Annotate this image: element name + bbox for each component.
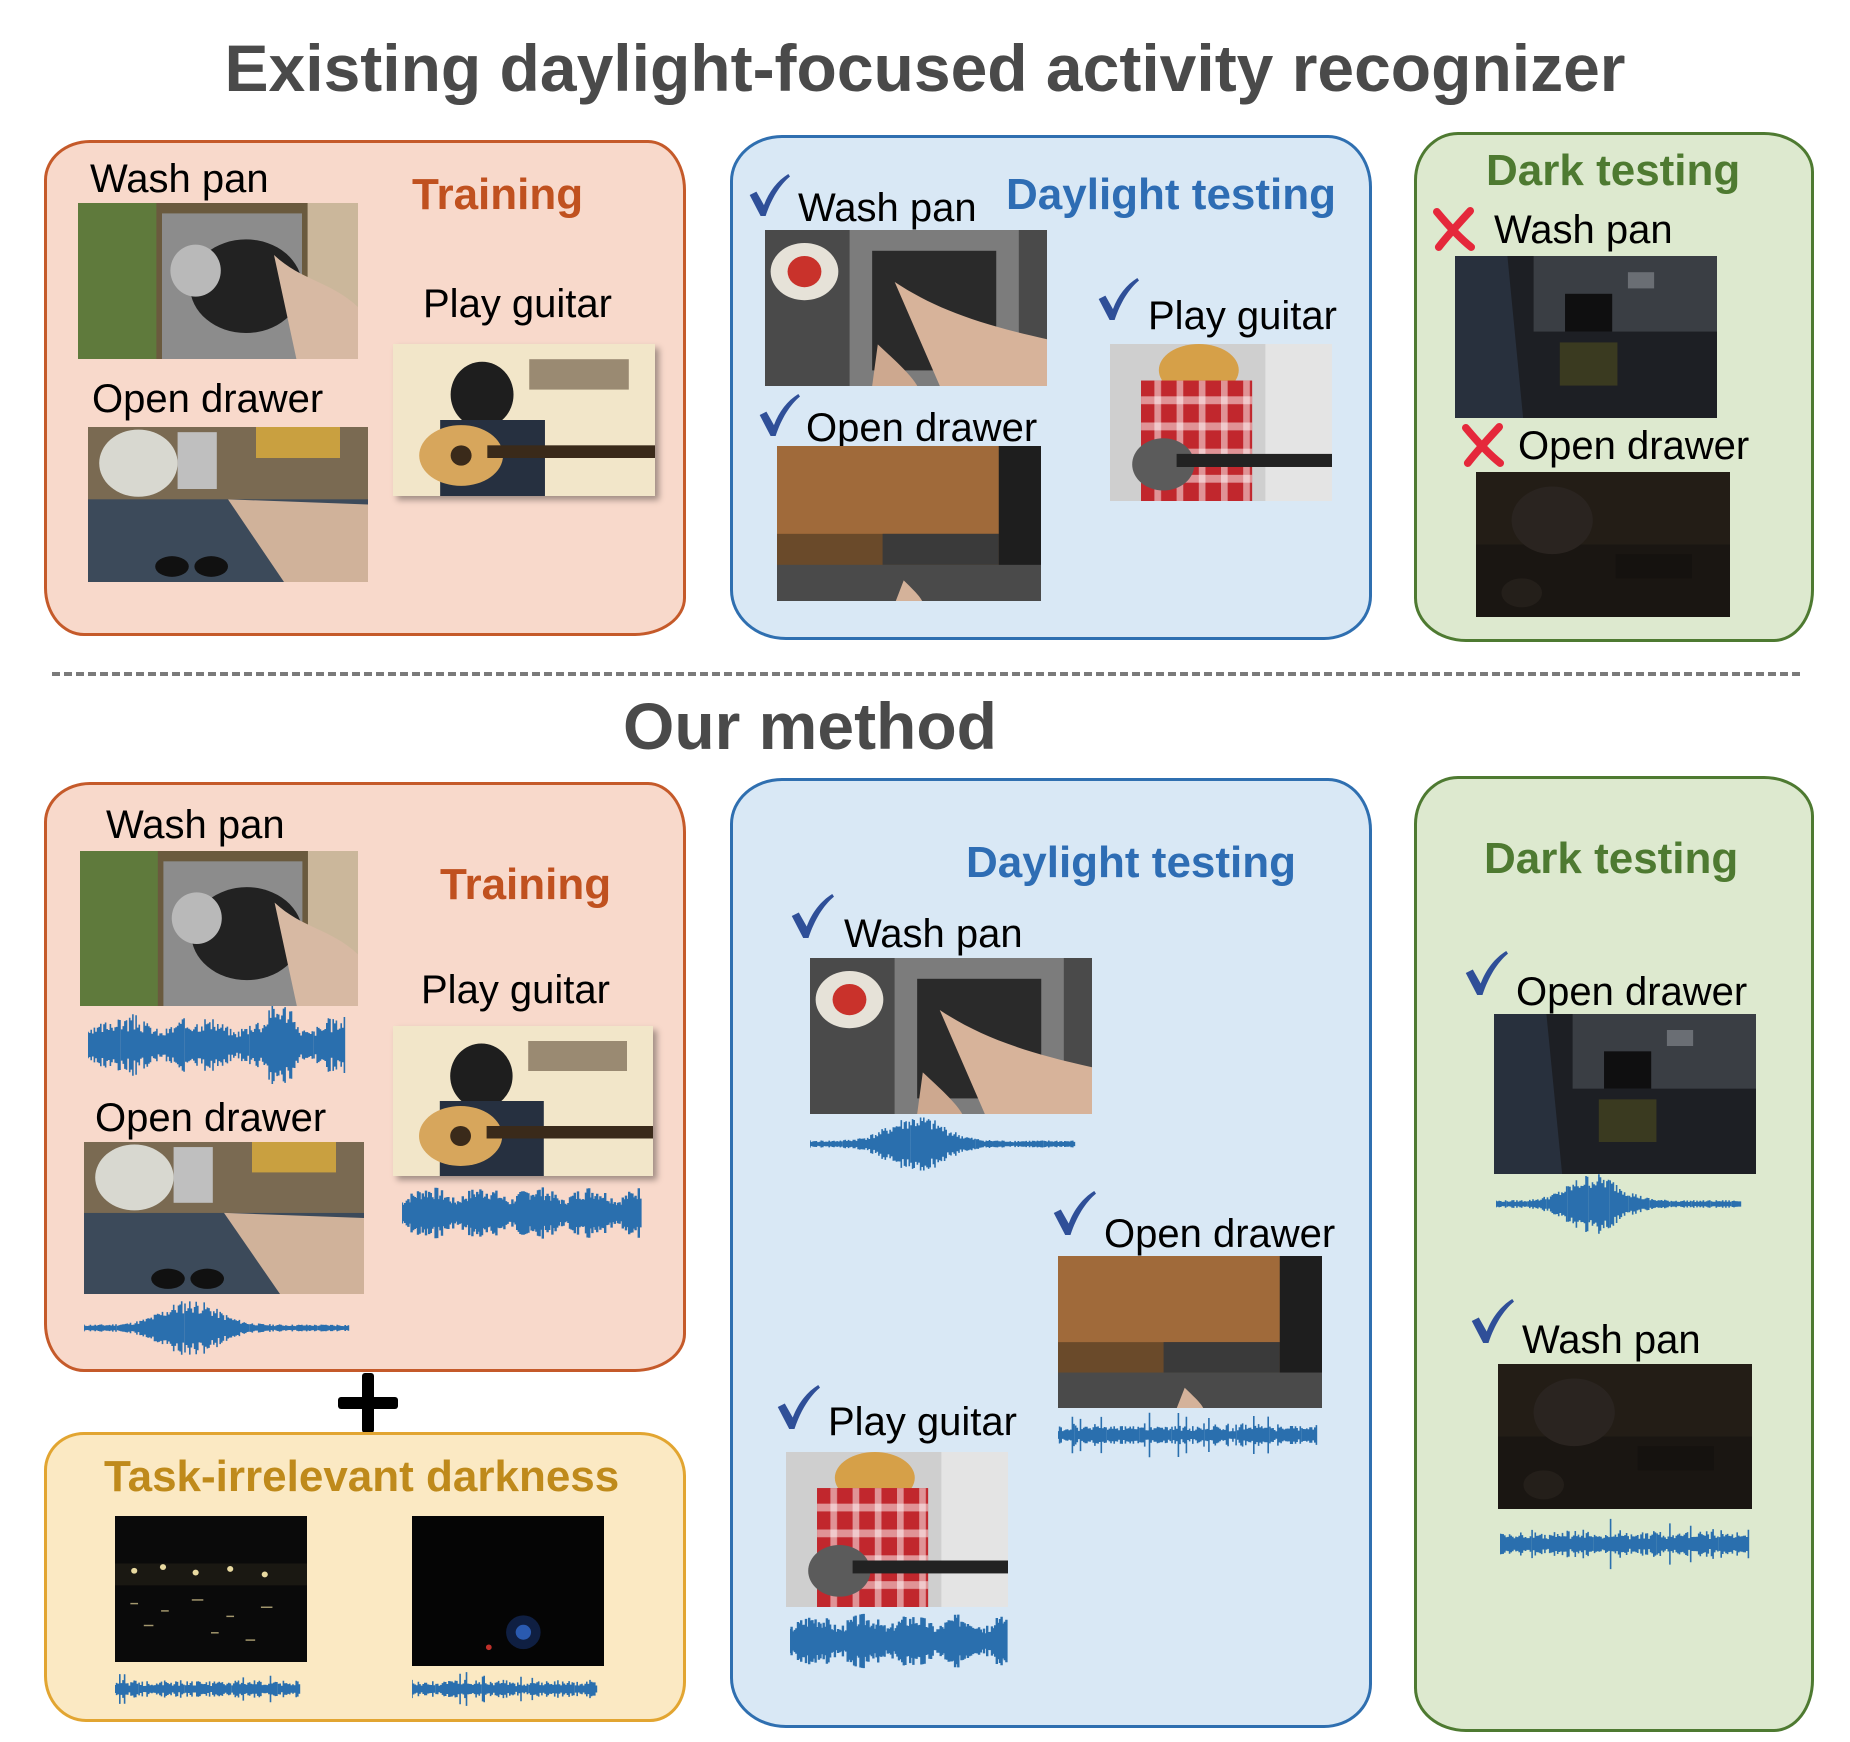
bottom-training-title: Training: [440, 860, 612, 909]
bottom-dark-title: Dark testing: [1484, 834, 1739, 883]
bottom-daylight-drawer-label: Open drawer: [1104, 1212, 1336, 1256]
top-daylight-guitar-label: Play guitar: [1148, 294, 1337, 338]
bottom-daylight-title: Daylight testing: [966, 838, 1297, 887]
check-icon: [1470, 1298, 1514, 1344]
top-dark-drawer-label: Open drawer: [1518, 424, 1750, 468]
top-dark-wash-frame: [1455, 256, 1717, 418]
top-training-guitar-label: Play guitar: [423, 282, 612, 326]
bottom-daylight-wash-frame: [810, 958, 1092, 1114]
bottom-dark-wash-label: Wash pan: [1522, 1318, 1701, 1362]
darkness-title: Task-irrelevant darkness: [104, 1452, 620, 1501]
waveform-icon: [412, 1668, 598, 1710]
top-training-drawer-label: Open drawer: [92, 377, 324, 421]
waveform-icon: [810, 1114, 1076, 1174]
bottom-dark-drawer-label: Open drawer: [1516, 970, 1748, 1014]
check-icon: [758, 393, 800, 437]
top-daylight-guitar-frame: [1110, 344, 1332, 501]
top-training-wash-frame: [78, 203, 358, 359]
top-dark-drawer-frame: [1476, 472, 1730, 617]
check-icon: [776, 1384, 820, 1430]
waveform-icon: [1496, 1172, 1742, 1236]
cross-icon: [1433, 206, 1475, 252]
cross-icon: [1462, 422, 1504, 468]
bottom-training-wash-label: Wash pan: [106, 803, 285, 847]
waveform-icon: [1058, 1408, 1318, 1462]
check-icon: [1097, 277, 1139, 321]
darkness-frame-blue: [412, 1516, 604, 1666]
top-section-title: Existing daylight-focused activity recog…: [224, 31, 1626, 105]
bottom-training-drawer-label: Open drawer: [95, 1096, 327, 1140]
bottom-daylight-guitar-label: Play guitar: [828, 1400, 1017, 1444]
waveform-icon: [88, 1006, 346, 1084]
check-icon: [748, 173, 790, 217]
top-daylight-wash-frame: [765, 230, 1047, 386]
bottom-training-wash-frame: [80, 851, 358, 1006]
bottom-dark-wash-frame: [1498, 1364, 1752, 1509]
top-training-guitar-frame: [393, 344, 655, 496]
top-daylight-title: Daylight testing: [1006, 170, 1337, 219]
bottom-training-guitar-frame: [393, 1026, 653, 1176]
bottom-daylight-guitar-frame: [786, 1452, 1008, 1607]
waveform-icon: [84, 1298, 350, 1358]
waveform-icon: [115, 1668, 301, 1710]
top-daylight-drawer-frame: [777, 446, 1041, 601]
section-divider: [52, 672, 1800, 676]
top-training-wash-label: Wash pan: [90, 157, 269, 201]
bottom-daylight-drawer-frame: [1058, 1256, 1322, 1408]
bottom-daylight-wash-label: Wash pan: [844, 912, 1023, 956]
bottom-dark-panel: [1414, 776, 1814, 1732]
top-training-drawer-frame: [88, 427, 368, 582]
waveform-icon: [790, 1610, 1008, 1672]
bottom-dark-drawer-frame: [1494, 1014, 1756, 1174]
bottom-training-guitar-label: Play guitar: [421, 968, 610, 1012]
bottom-training-drawer-frame: [84, 1142, 364, 1294]
top-daylight-drawer-label: Open drawer: [806, 406, 1038, 450]
bottom-section-title: Our method: [623, 689, 997, 763]
top-dark-title: Dark testing: [1486, 146, 1741, 195]
top-dark-wash-label: Wash pan: [1494, 208, 1673, 252]
waveform-icon: [402, 1183, 642, 1243]
check-icon: [790, 893, 834, 939]
check-icon: [1052, 1190, 1096, 1236]
top-training-title: Training: [412, 170, 584, 219]
waveform-icon: [1500, 1512, 1750, 1576]
darkness-frame-river: [115, 1516, 307, 1662]
plus-icon: [338, 1373, 398, 1433]
top-daylight-wash-label: Wash pan: [798, 186, 977, 230]
check-icon: [1464, 950, 1508, 996]
